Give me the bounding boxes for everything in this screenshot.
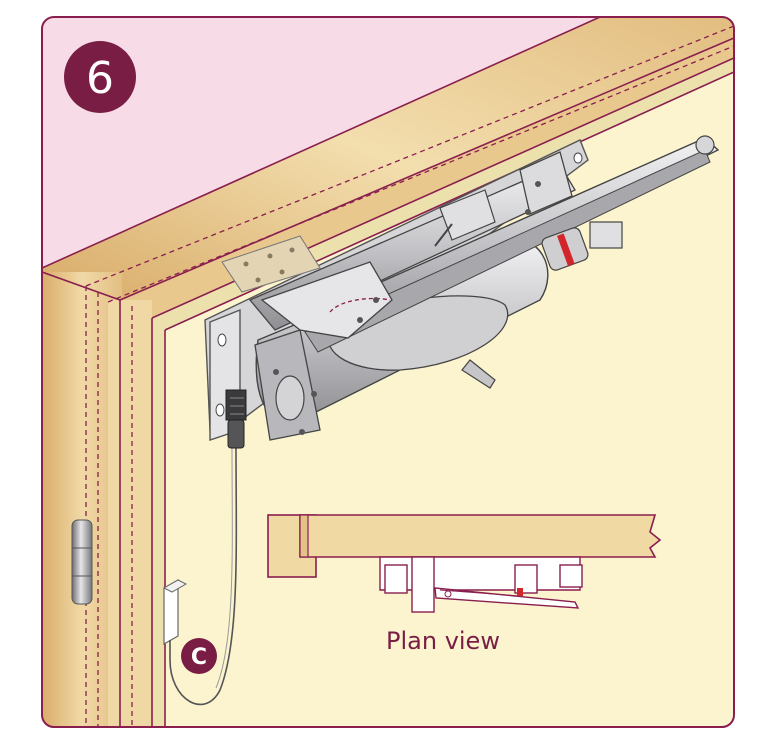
- end-bracket: [519, 151, 573, 215]
- hidden-edge: [329, 297, 391, 313]
- door-frame-top: [42, 17, 734, 300]
- screw: [373, 297, 379, 303]
- step-badge: 6: [64, 41, 136, 113]
- callout-letter: C: [191, 645, 207, 670]
- template-holes: [243, 247, 295, 283]
- screw-hole: [215, 403, 225, 417]
- screw-hole: [573, 152, 583, 164]
- cable: [169, 447, 238, 706]
- pivot-tab: [461, 359, 496, 389]
- plan-view-label: Plan view: [386, 627, 500, 655]
- pin: [434, 223, 453, 247]
- power-supply-box: [162, 578, 188, 646]
- frame-dashed-lines: [85, 25, 734, 727]
- illustration-panel: Plan view: [42, 17, 734, 727]
- screw: [357, 317, 363, 323]
- connector-plug: [225, 389, 247, 449]
- callout-badge: C: [181, 638, 217, 674]
- spring-cylinder: [541, 221, 623, 271]
- mounting-template: [221, 235, 321, 293]
- door-leaf-shadow: [152, 58, 734, 727]
- screw-hole: [217, 333, 227, 347]
- cable-highlight: [215, 447, 233, 689]
- plan-view-diagram: [267, 514, 662, 613]
- door-frame-left-edge: [108, 300, 152, 727]
- hinge-icon: [71, 519, 93, 605]
- panel-border: [41, 16, 735, 728]
- step-number: 6: [86, 53, 114, 104]
- closer-arm: [298, 135, 720, 353]
